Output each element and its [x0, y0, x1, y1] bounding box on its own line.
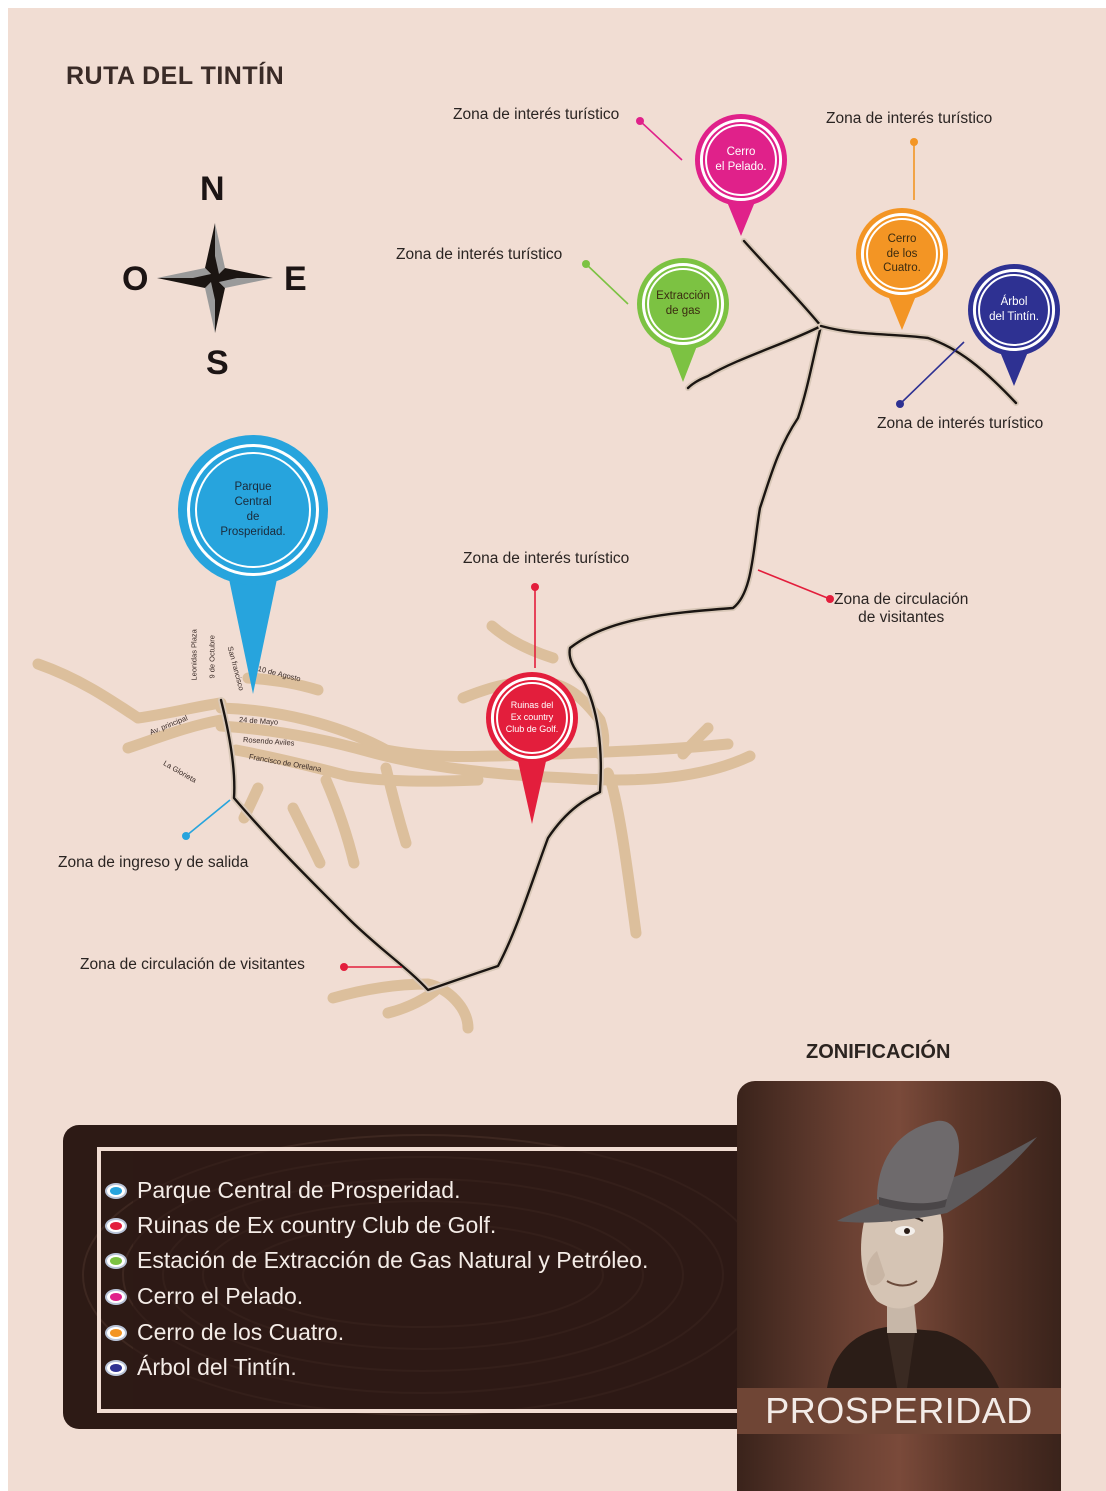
road-east-branch	[602, 767, 642, 939]
callout-circulacion-right: Zona de circulación de visitantes	[834, 591, 969, 626]
compass-south: S	[206, 344, 229, 382]
compass-east: E	[284, 260, 307, 298]
legend-item-arbol: Árbol del Tintín.	[105, 1354, 297, 1381]
legend-item-ruinas: Ruinas de Ex country Club de Golf.	[105, 1212, 496, 1239]
road-south-1	[327, 978, 474, 1034]
character-card: PROSPERIDAD	[737, 1081, 1061, 1491]
legend-dot-icon	[105, 1359, 127, 1376]
map-pin-pelado-icon	[695, 114, 787, 236]
legend-label: Cerro de los Cuatro.	[137, 1319, 345, 1345]
legend-dot-icon	[105, 1217, 127, 1234]
legend-item-parque: Parque Central de Prosperidad.	[105, 1177, 460, 1204]
route-map	[32, 114, 1060, 1034]
legend-contour-pattern	[82, 1134, 764, 1416]
map-pin-cuatro-icon	[856, 208, 948, 330]
callout-ingreso: Zona de ingreso y de salida	[58, 854, 249, 871]
compass-west: O	[122, 260, 149, 298]
map-pin-gas-icon	[637, 258, 729, 382]
road-east-lower	[215, 720, 756, 786]
brand-name: PROSPERIDAD	[765, 1390, 1033, 1431]
road-ruinas-loop	[457, 676, 610, 760]
legend-label: Ruinas de Ex country Club de Golf.	[137, 1212, 497, 1238]
pin-label-pelado: Cerro el Pelado.	[715, 146, 767, 173]
road-ruinas-north	[486, 620, 559, 664]
callout-cuatro: Zona de interés turístico	[826, 110, 993, 127]
compass-rose-icon	[157, 223, 273, 333]
street-9-octubre: 9 de Octubre	[207, 635, 217, 679]
callout-arbol: Zona de interés turístico	[877, 415, 1044, 432]
cowboy-character-illustration	[827, 1120, 1037, 1388]
road-west-2	[122, 714, 227, 754]
road-network	[32, 620, 756, 1034]
legend-item-cuatro: Cerro de los Cuatro.	[105, 1319, 344, 1346]
legend-dot-icon	[105, 1288, 127, 1305]
pin-label-cuatro: Cerro de los Cuatro.	[883, 232, 921, 275]
road-spur-2	[287, 802, 326, 869]
brand-band: PROSPERIDAD	[737, 1388, 1061, 1434]
road-spur-4	[380, 762, 412, 849]
legend-dot-icon	[105, 1182, 127, 1199]
legend-panel: Parque Central de Prosperidad. Ruinas de…	[63, 1125, 783, 1429]
road-west	[32, 658, 227, 724]
map-pin-ruinas-icon	[486, 672, 578, 824]
legend-item-pelado: Cerro el Pelado.	[105, 1283, 303, 1310]
callout-ruinas: Zona de interés turístico	[463, 550, 630, 567]
map-pin-arbol-icon	[968, 264, 1060, 386]
pin-label-gas: Extracción de gas	[656, 290, 710, 317]
callout-pelado: Zona de interés turístico	[453, 106, 620, 123]
legend-heading: ZONIFICACIÓN	[806, 1041, 951, 1063]
callout-gas: Zona de interés turístico	[396, 246, 563, 263]
callout-circulacion-left: Zona de circulación de visitantes	[80, 956, 305, 973]
pin-label-ruinas: Ruinas del Ex country Club de Golf.	[505, 700, 559, 734]
callout-dots	[182, 117, 918, 971]
legend-label: Estación de Extracción de Gas Natural y …	[137, 1247, 649, 1273]
legend-label: Parque Central de Prosperidad.	[137, 1177, 461, 1203]
legend-dot-icon	[105, 1324, 127, 1341]
map-title: RUTA DEL TINTÍN	[66, 62, 285, 90]
road-east-main	[215, 702, 734, 762]
main-route	[218, 238, 1019, 993]
map-pin-parque-icon	[178, 435, 328, 694]
compass-north: N	[200, 170, 225, 208]
road-orellana	[230, 744, 484, 787]
road-spur-3	[320, 774, 360, 869]
callout-lines	[185, 120, 965, 968]
road-north	[242, 672, 324, 696]
pin-label-parque: Parque Central de Prosperidad.	[220, 481, 286, 538]
street-leonidas-plaza: Leonidas Plaza	[189, 629, 199, 681]
pin-label-arbol: Árbol del Tintín.	[989, 296, 1039, 323]
legend-dot-icon	[105, 1252, 127, 1269]
legend-item-gas: Estación de Extracción de Gas Natural y …	[105, 1247, 648, 1274]
legend-label: Cerro el Pelado.	[137, 1283, 304, 1309]
legend-label: Árbol del Tintín.	[137, 1354, 297, 1380]
map-poster: RUTA DEL TINTÍN N S O E Zona de interés …	[8, 8, 1106, 1491]
road-east-stub	[677, 722, 714, 760]
map-pins	[178, 114, 1060, 824]
